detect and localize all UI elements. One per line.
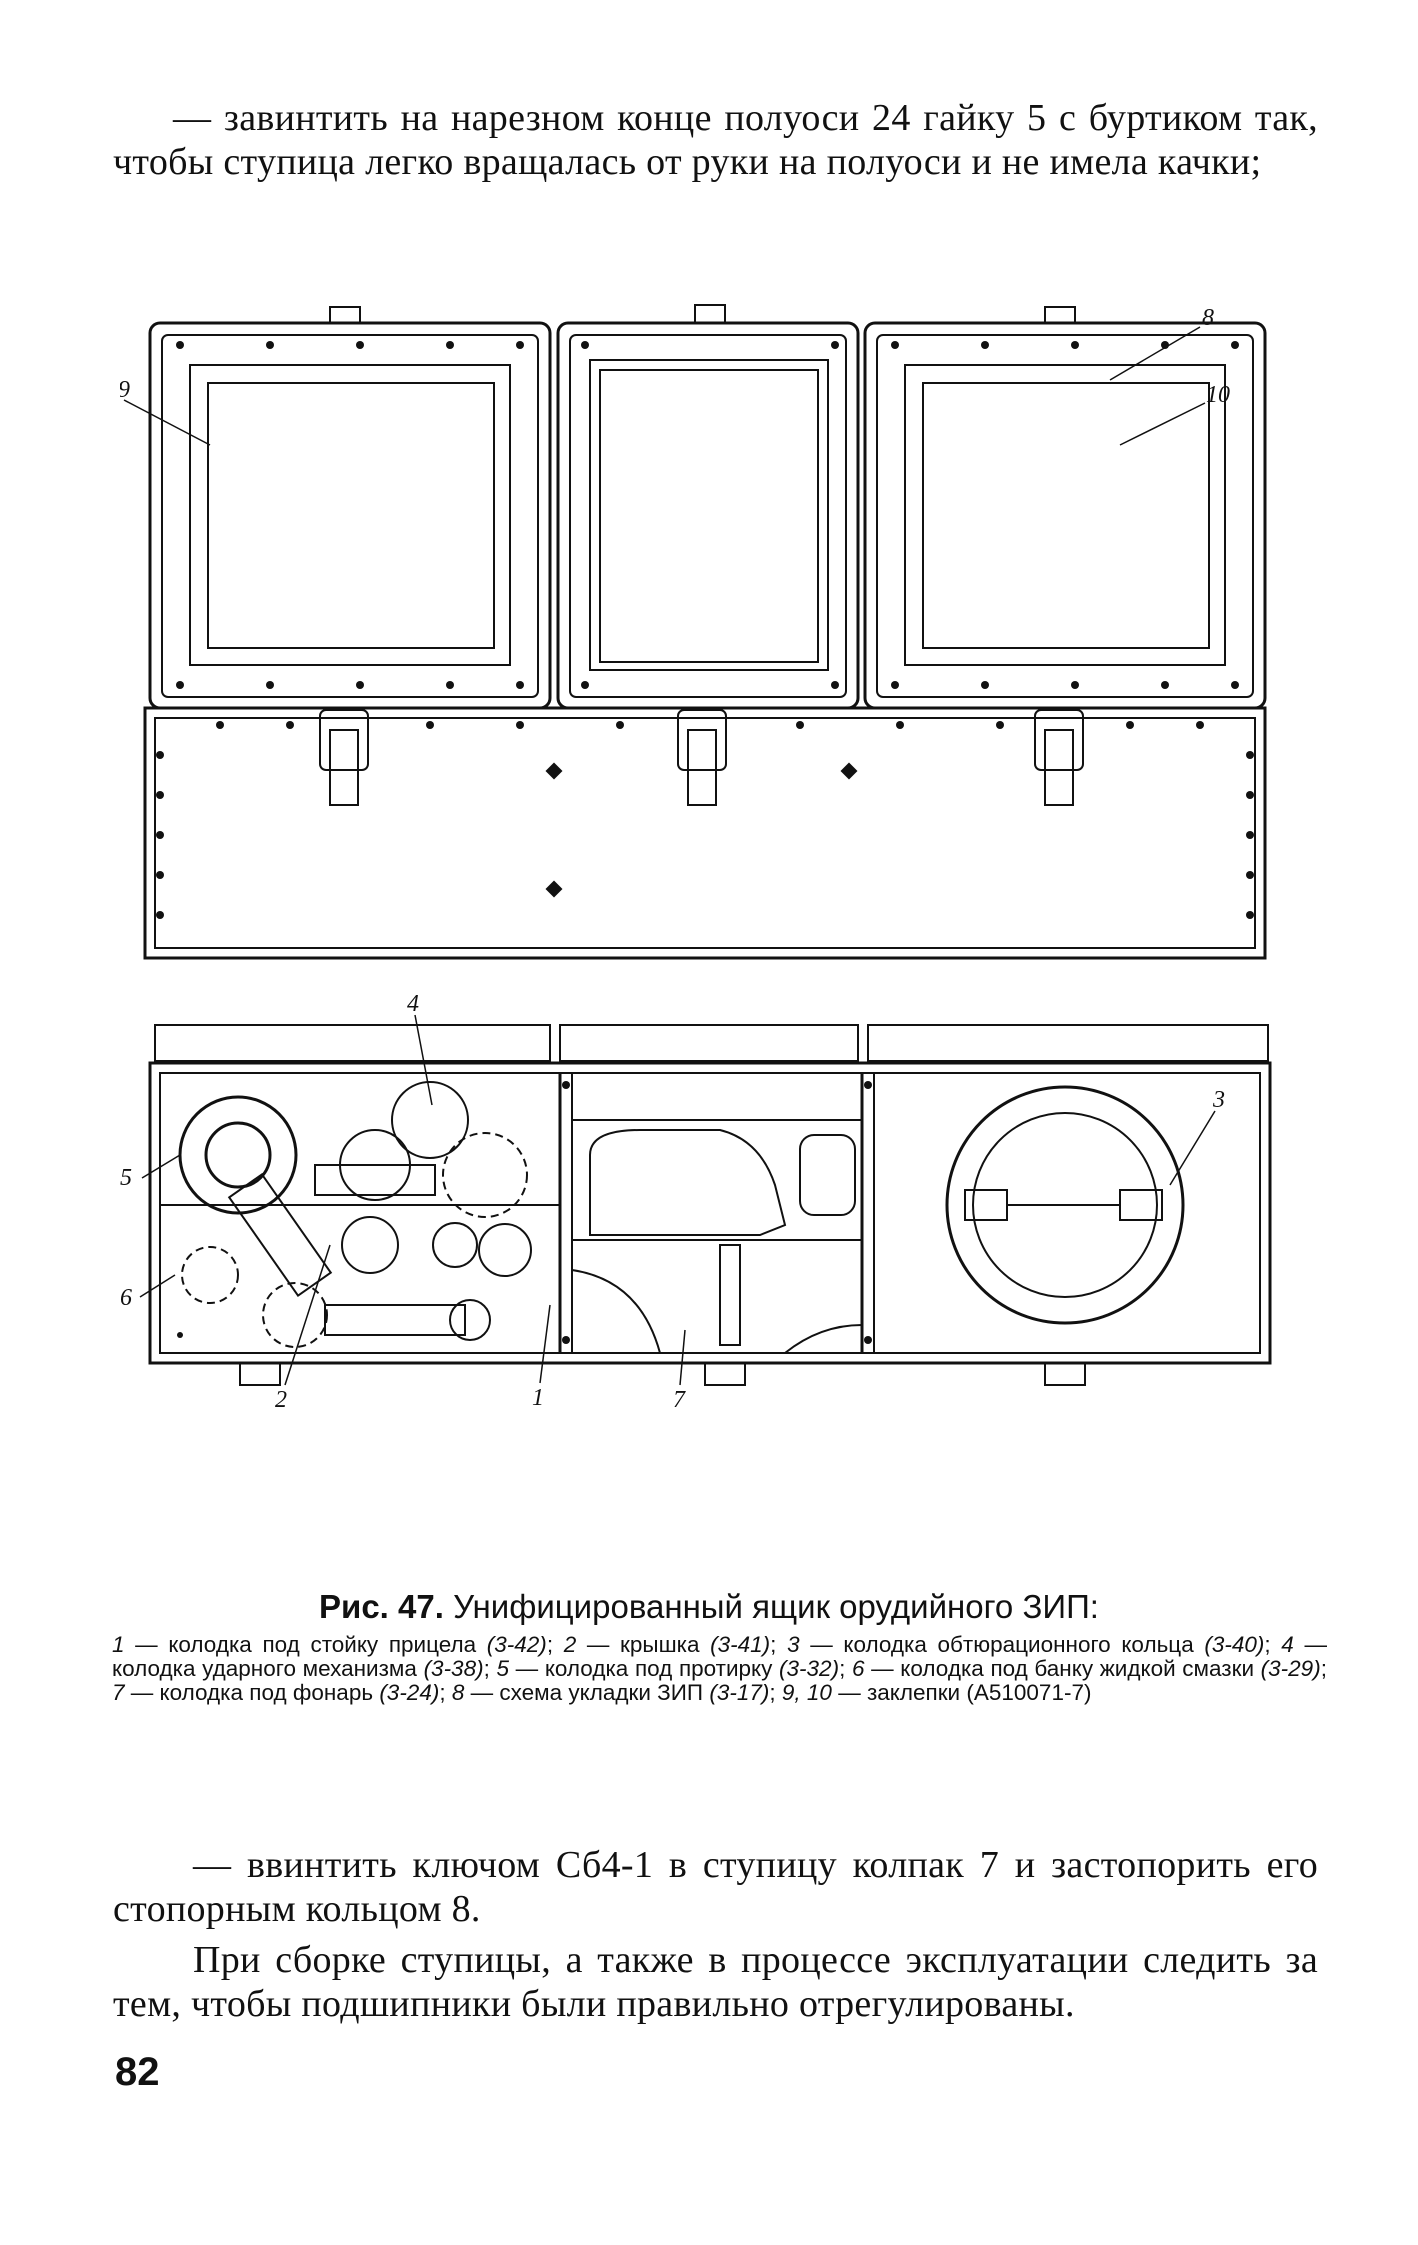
legend-item: 9, 10 — заклепки <box>781 1680 961 1705</box>
legend-item: 8 — схема укладки ЗИП (3-17); <box>451 1680 782 1705</box>
legend-item-ref: (3-32) <box>779 1656 840 1681</box>
callout-2: 2 <box>275 1387 287 1413</box>
legend-item-ref: (3-38) <box>423 1656 484 1681</box>
legend-item-ref: (3-24) <box>379 1680 440 1705</box>
legend-item-number: 8 <box>451 1680 465 1705</box>
legend-item-number: 6 <box>851 1656 865 1681</box>
callout-3: 3 <box>1212 1087 1225 1113</box>
legend-item: 7 — колодка под фонарь (3-24); <box>112 1680 452 1705</box>
legend-item-number: 4 <box>1281 1632 1294 1657</box>
callout-6: 6 <box>120 1285 132 1311</box>
legend-item: 6 — колодка под банку жидкой смазки (3-2… <box>851 1656 1327 1681</box>
legend-item-number: 1 <box>112 1632 125 1657</box>
figure-caption-title: Рис. 47. Унифицированный ящик орудийного… <box>0 1587 1418 1627</box>
legend-item-ref: (3-17) <box>709 1680 770 1705</box>
paragraph-cap-install: — ввинтить ключом Сб4-1 в ступицу колпак… <box>113 1844 1318 1930</box>
legend-item-ref: (3-40) <box>1204 1632 1265 1657</box>
callout-1: 1 <box>532 1385 544 1411</box>
figure-number: Рис. 47. <box>319 1588 444 1625</box>
legend-item-ref: (3-42) <box>486 1632 547 1657</box>
legend-item: 2 — крышка (3-41); <box>563 1632 788 1657</box>
callout-8: 8 <box>1202 305 1214 331</box>
legend-item-number: 9, 10 <box>781 1680 832 1705</box>
page-number: 82 <box>115 2050 160 2094</box>
legend-item-number: 3 <box>787 1632 800 1657</box>
drawing-code: (А510071-7) <box>966 1680 1092 1705</box>
figure-zip-box: 9 8 10 4 3 5 6 2 1 7 <box>120 304 1272 1413</box>
legend-item-number: 5 <box>496 1656 510 1681</box>
legend-item: 3 — колодка обтюрационного кольца (3-40)… <box>787 1632 1282 1657</box>
rivets <box>156 341 1254 1344</box>
callout-5: 5 <box>120 1165 132 1191</box>
legend-item-number: 7 <box>112 1680 125 1705</box>
paragraph-hub-nut: — завинтить на нарезном конце полуоси 24… <box>113 97 1318 183</box>
legend-item-ref: (3-41) <box>710 1632 771 1657</box>
paragraph-bearing-adjust: При сборке ступицы, а также в процессе э… <box>113 1939 1318 2025</box>
legend-item: 4 — колодка ударного механизма (3-38); <box>112 1632 1327 1681</box>
callout-9: 9 <box>120 377 130 403</box>
legend-item-number: 2 <box>563 1632 577 1657</box>
bottom-view-interior <box>139 1014 1272 1386</box>
figure-title: Унифицированный ящик орудийного ЗИП: <box>453 1588 1099 1625</box>
figure-legend: 1 — колодка под стойку прицела (3-42); 2… <box>112 1633 1327 1705</box>
callout-4: 4 <box>407 991 419 1017</box>
legend-item: 5 — колодка под протирку (3-32); <box>496 1656 852 1681</box>
legend-item: 1 — колодка под стойку прицела (3-42); <box>112 1632 564 1657</box>
callout-10: 10 <box>1206 382 1230 408</box>
callout-7: 7 <box>673 1387 686 1413</box>
top-view-lids-open <box>143 304 1267 960</box>
legend-item-ref: (3-29) <box>1260 1656 1321 1681</box>
